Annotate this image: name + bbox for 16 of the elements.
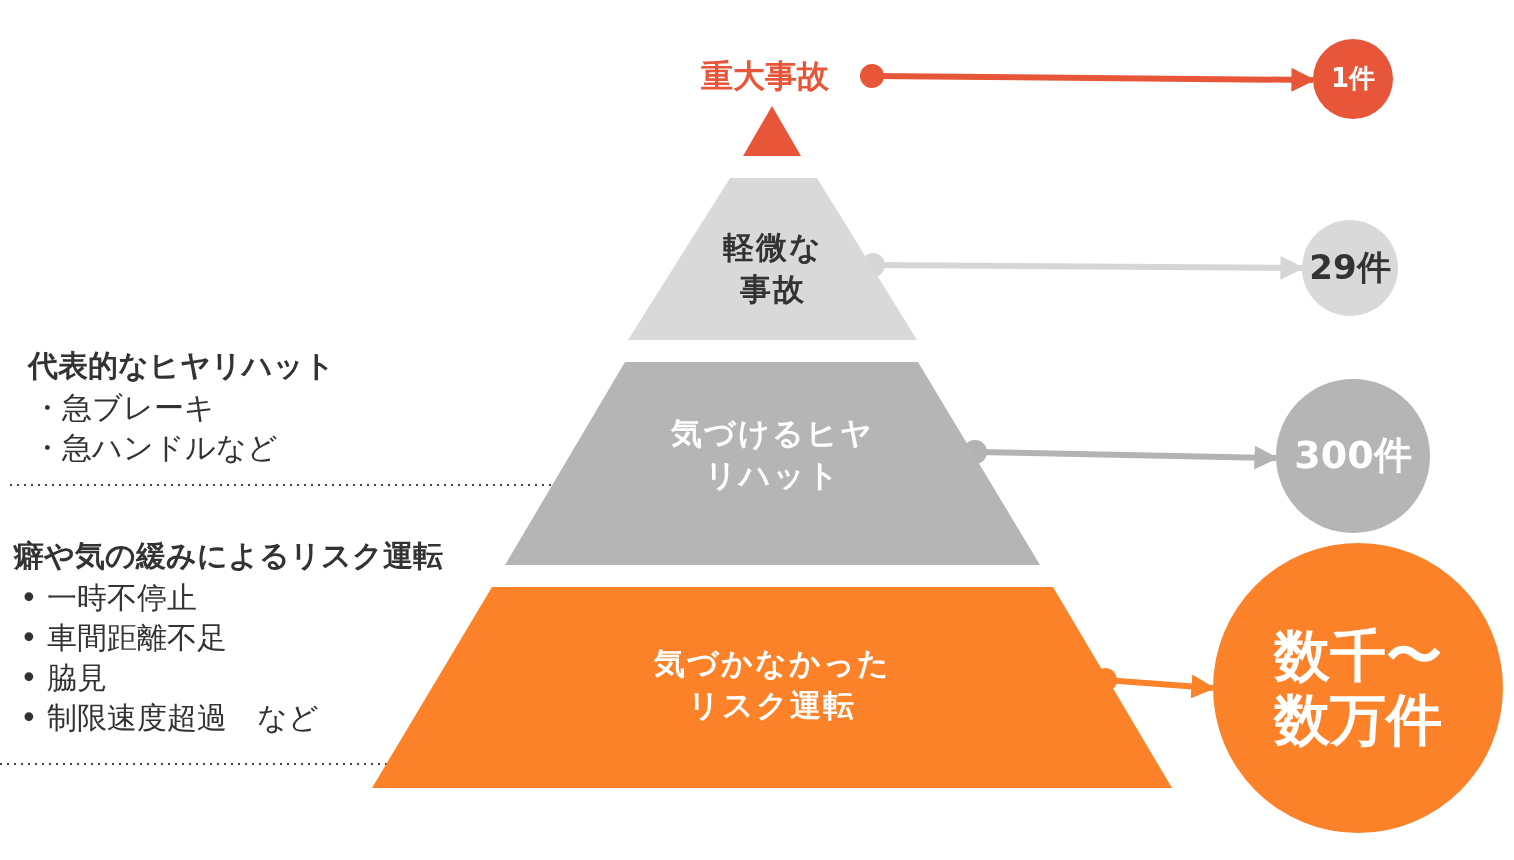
bullet-item: ・急ハンドルなど bbox=[32, 429, 278, 467]
level-label: 気づかなかったリスク運転 bbox=[652, 644, 892, 725]
count-label: 数千〜数万件 bbox=[1272, 623, 1443, 753]
bullet-item: • 脇見 bbox=[20, 659, 108, 697]
level-label: 軽微な事故 bbox=[721, 228, 824, 309]
bullet-item: ・急ブレーキ bbox=[32, 389, 215, 427]
count-label: 300件 bbox=[1294, 434, 1412, 478]
bullet-item: • 車間距離不足 bbox=[20, 619, 228, 657]
heading-label: 重大事故 bbox=[680, 52, 850, 100]
level-label: 気づけるヒヤリハット bbox=[670, 414, 875, 495]
count-label: 29件 bbox=[1309, 248, 1391, 288]
bullet-item: • 制限速度超過 など bbox=[20, 699, 320, 737]
heading-text: 代表的なヒヤリハット bbox=[28, 347, 335, 385]
bullet-item: • 一時不停止 bbox=[20, 579, 198, 617]
heading-text: 癖や気の緩みによるリスク運転 bbox=[14, 537, 443, 575]
count-label: 1件 bbox=[1330, 64, 1376, 94]
